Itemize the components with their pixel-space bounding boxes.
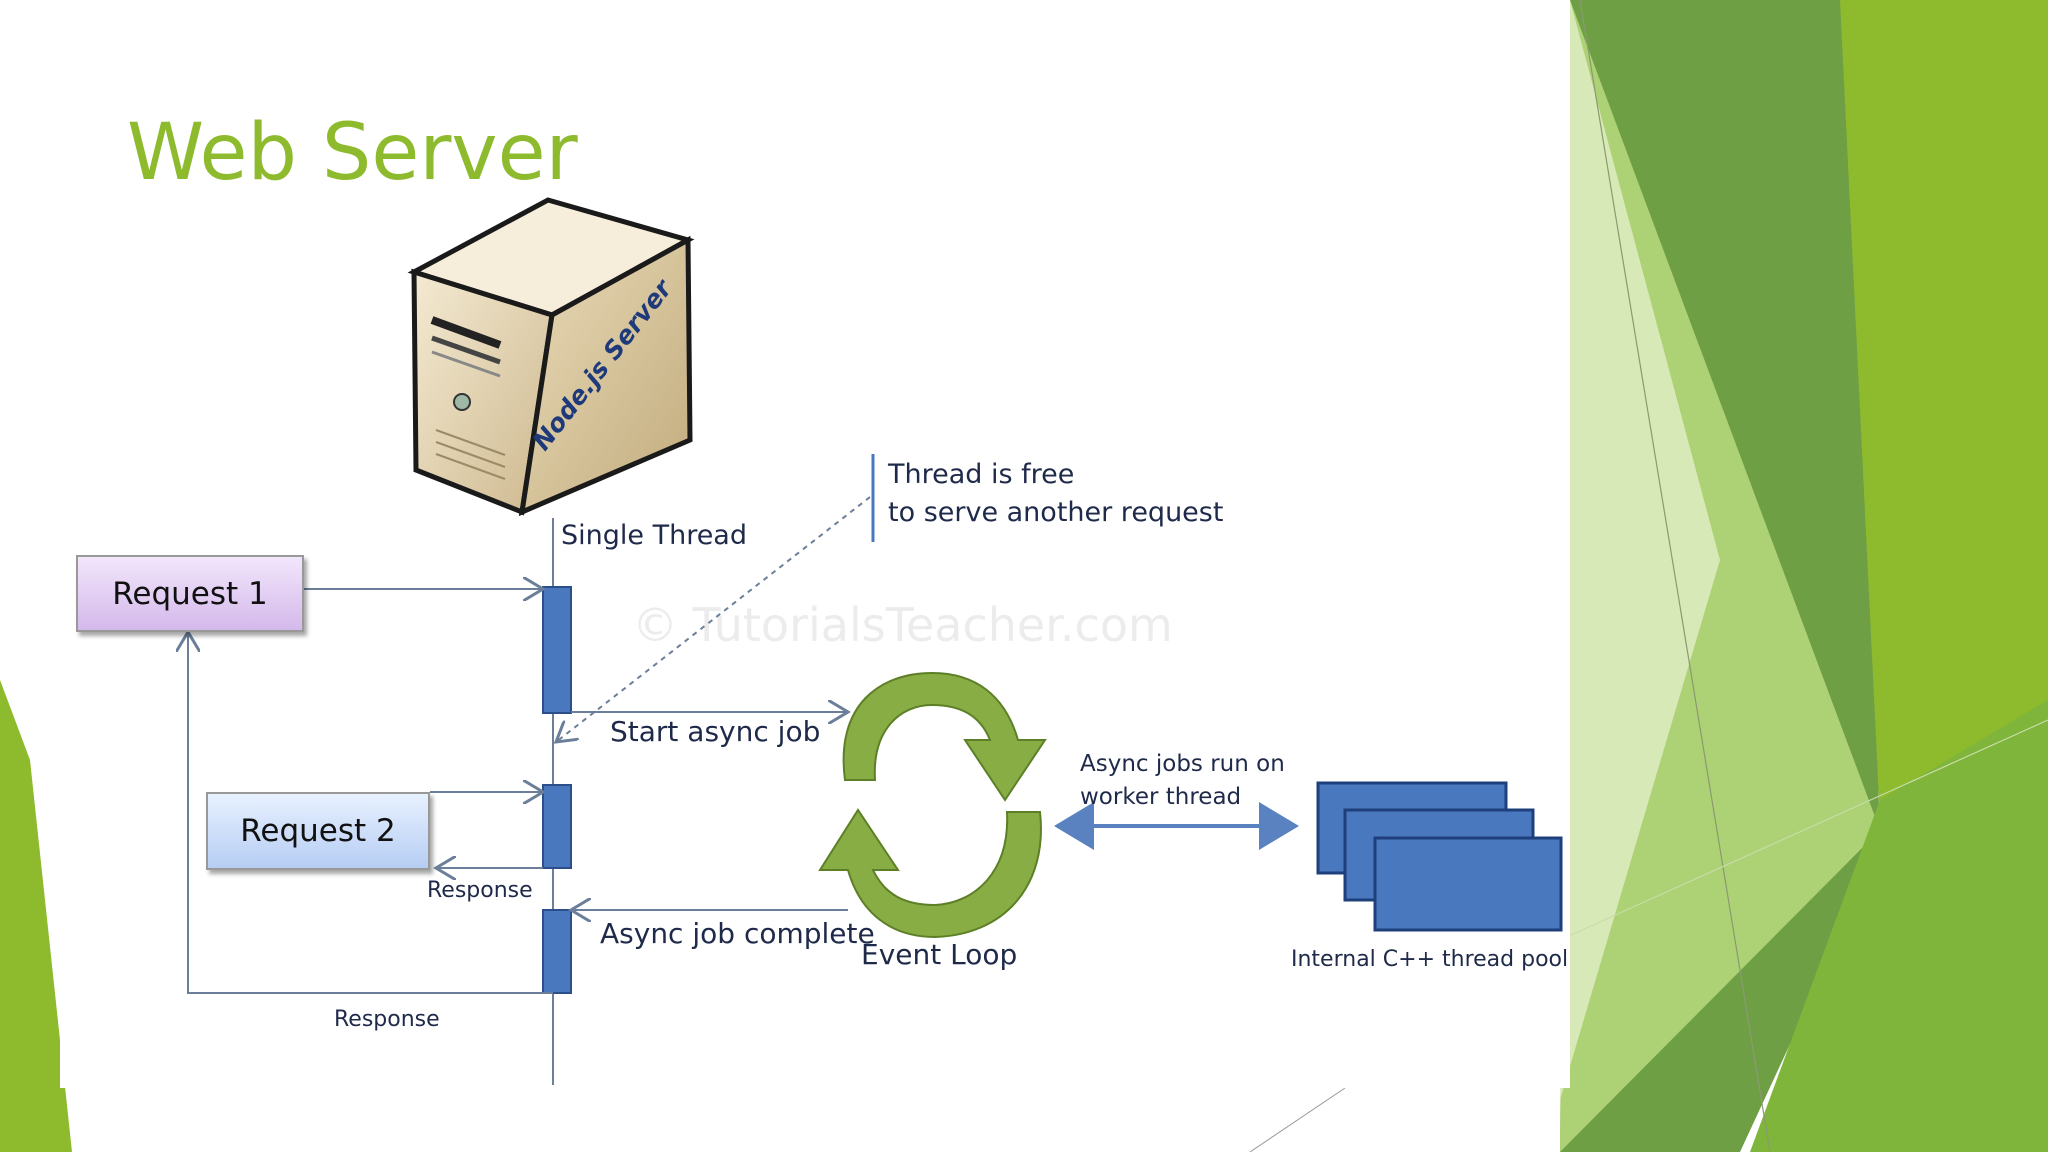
request-2-box: Request 2 [206,792,430,870]
async-jobs-line-2: worker thread [1080,784,1242,810]
content-panel [60,0,1570,1088]
response-2-label: Response [427,878,533,903]
thread-block-3 [542,909,572,994]
bg-left-green [0,680,72,1152]
start-async-label: Start async job [610,715,821,748]
request-2-label: Request 2 [240,813,396,849]
single-thread-label: Single Thread [561,520,747,551]
server-icon [407,197,695,517]
watermark: © TutorialsTeacher.com [632,598,1173,652]
bg-thin-line-1 [1579,0,1771,1152]
thread-block-1 [542,586,572,714]
request-1-label: Request 1 [112,575,268,612]
thread-free-line-2: to serve another request [888,497,1224,528]
thread-block-2 [542,784,572,869]
thread-pool-label: Internal C++ thread pool [1291,947,1569,972]
response-1-label: Response [334,1007,440,1032]
thread-free-line-1: Thread is free [888,459,1075,490]
bg-right-bright [1750,700,2048,1152]
event-loop-icon [818,671,1047,939]
thread-pool-icon [1316,781,1563,932]
async-complete-label: Async job complete [600,917,875,950]
async-jobs-line-1: Async jobs run on [1080,751,1285,777]
response-loop-arrow [188,632,553,994]
bg-thin-line-2 [1559,719,2048,941]
bg-right-pale [1560,0,1720,1100]
bg-thin-line-3 [1249,1087,1346,1152]
slide-title: Web Server [127,108,578,198]
event-loop-label: Event Loop [861,938,1018,971]
thread-free-pointer [556,496,871,742]
request-1-box: Request 1 [76,555,304,632]
